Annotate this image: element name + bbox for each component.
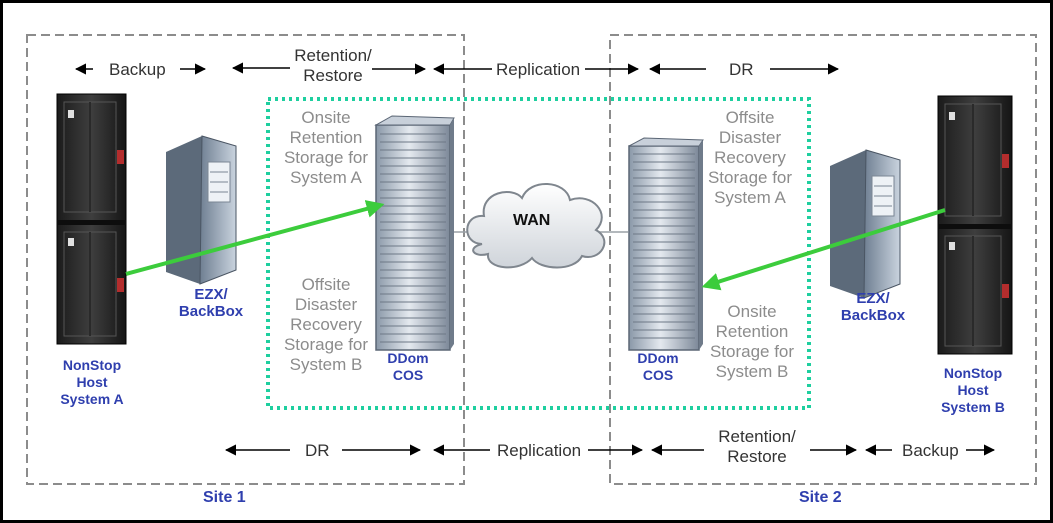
- host-a-line1: NonStop: [62, 357, 122, 373]
- bottom-retention-line1: Retention/: [718, 427, 796, 446]
- onsite-retention-a-text: Onsite Retention Storage for System A: [272, 108, 380, 188]
- wan-cloud-icon: [466, 183, 606, 269]
- left-top-line2: Retention: [289, 128, 363, 147]
- ddom-a-line1: DDom: [387, 350, 429, 366]
- top-retention-line2: Restore: [303, 66, 363, 85]
- nonstop-host-a-label: NonStop Host System A: [52, 357, 132, 408]
- right-top-line2: Disaster: [718, 128, 782, 147]
- backbox-a-line2: BackBox: [178, 303, 244, 320]
- wan-label: WAN: [513, 212, 551, 229]
- ddom-storage-b-icon: [628, 137, 704, 351]
- host-a-line3: System A: [60, 391, 124, 407]
- left-top-line4: System A: [290, 168, 362, 187]
- bottom-dr-label: DR: [305, 441, 330, 460]
- ddom-a-line2: COS: [392, 367, 424, 383]
- site-2-boundary: [609, 34, 1037, 485]
- site-1-boundary: [26, 34, 465, 485]
- right-bottom-line2: Retention: [715, 322, 789, 341]
- top-dr-label: DR: [729, 60, 754, 79]
- bottom-retention-line2: Restore: [727, 447, 787, 466]
- bottom-retention-label: Retention/ Restore: [709, 427, 805, 467]
- ddom-storage-a-icon: [374, 115, 455, 351]
- right-top-line3: Recovery: [714, 148, 786, 167]
- ddom-b-label: DDom COS: [628, 350, 688, 384]
- left-bottom-line4: Storage for: [283, 335, 369, 354]
- left-bottom-line5: System B: [289, 355, 363, 374]
- top-retention-line1: Retention/: [294, 46, 372, 65]
- backbox-b-label: EZX/ BackBox: [832, 290, 914, 324]
- nonstop-host-b-label: NonStop Host System B: [928, 365, 1018, 416]
- backup-flow-arrow-a: [125, 200, 385, 276]
- left-top-line3: Storage for: [283, 148, 369, 167]
- backbox-b-line2: BackBox: [840, 307, 906, 324]
- site-1-label: Site 1: [199, 488, 250, 508]
- top-replication-label: Replication: [496, 60, 581, 79]
- onsite-retention-b-text: Onsite Retention Storage for System B: [698, 302, 806, 382]
- backbox-a-line1: EZX/: [194, 286, 228, 303]
- backbox-b-line1: EZX/: [856, 290, 890, 307]
- left-bottom-line3: Recovery: [290, 315, 362, 334]
- host-b-line1: NonStop: [943, 365, 1003, 381]
- nonstop-host-b-icon: [937, 95, 1013, 355]
- offsite-dr-a-text: Offsite Disaster Recovery Storage for Sy…: [696, 108, 804, 208]
- bottom-replication-label: Replication: [497, 441, 582, 460]
- bottom-backup-label: Backup: [902, 441, 959, 460]
- left-bottom-line2: Disaster: [294, 295, 358, 314]
- right-top-line5: System A: [714, 188, 786, 207]
- host-b-line2: Host: [957, 382, 989, 398]
- host-a-line2: Host: [76, 374, 108, 390]
- ddom-b-line2: COS: [642, 367, 674, 383]
- ddom-b-line1: DDom: [637, 350, 679, 366]
- nonstop-host-a-icon: [56, 93, 127, 345]
- right-top-line4: Storage for: [707, 168, 793, 187]
- top-retention-label: Retention/ Restore: [293, 46, 373, 86]
- ddom-a-label: DDom COS: [378, 350, 438, 384]
- right-bottom-line3: Storage for: [709, 342, 795, 361]
- backup-flow-arrow-b: [701, 208, 946, 291]
- backbox-server-b-icon: [830, 149, 901, 299]
- left-bottom-line1: Offsite: [301, 275, 351, 294]
- backbox-a-label: EZX/ BackBox: [170, 286, 252, 320]
- right-bottom-line4: System B: [715, 362, 789, 381]
- host-b-line3: System B: [941, 399, 1005, 415]
- right-bottom-line1: Onsite: [727, 302, 777, 321]
- right-top-line1: Offsite: [725, 108, 775, 127]
- top-flow-arrows: [74, 62, 840, 75]
- top-backup-label: Backup: [109, 60, 166, 79]
- site-2-label: Site 2: [795, 488, 846, 508]
- left-top-line1: Onsite: [301, 108, 351, 127]
- offsite-dr-b-text: Offsite Disaster Recovery Storage for Sy…: [272, 275, 380, 375]
